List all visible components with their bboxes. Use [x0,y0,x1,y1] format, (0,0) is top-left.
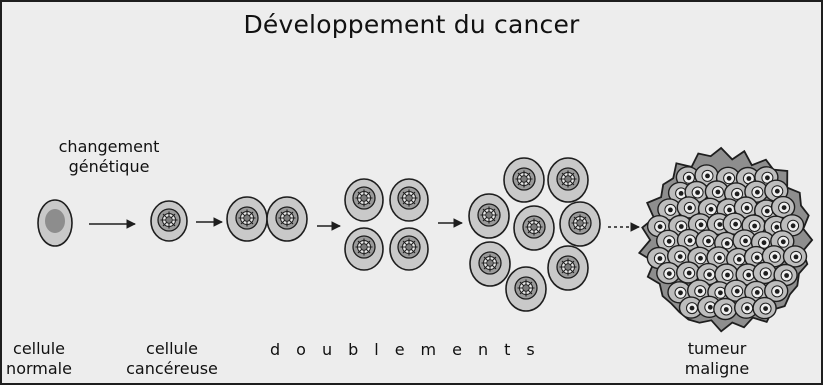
label-cancereuse-line2: cancéreuse [126,359,218,378]
label-changement-line1: changement [58,137,160,156]
label-tumeur-line1: tumeur [687,339,747,358]
cancer-cells-2 [226,196,308,242]
label-doublements: doublements [270,340,551,359]
malignant-tumor [637,146,814,333]
tumor-cell [752,296,777,320]
label-changement-line2: génétique [68,157,150,176]
label-normale-line2: normale [6,359,72,378]
normal-cell [37,199,73,247]
label-cellule-cancereuse: cellule cancéreuse [107,339,237,379]
diagram-title: Développement du cancer [243,10,580,39]
tumor-cell [782,245,808,268]
cancer-cells-4 [344,178,429,271]
label-changement-genetique: changement génétique [44,137,174,177]
label-normale-line1: cellule [13,339,65,358]
label-tumeur-line2: maligne [684,359,750,378]
label-cellule-normale: cellule normale [2,339,76,379]
label-cancereuse-line1: cellule [146,339,198,358]
cancer-cell-1 [150,200,188,242]
tumor-cell [713,297,738,321]
cancer-cells-8 [468,157,601,312]
label-tumeur-maligne: tumeur maligne [652,339,782,379]
